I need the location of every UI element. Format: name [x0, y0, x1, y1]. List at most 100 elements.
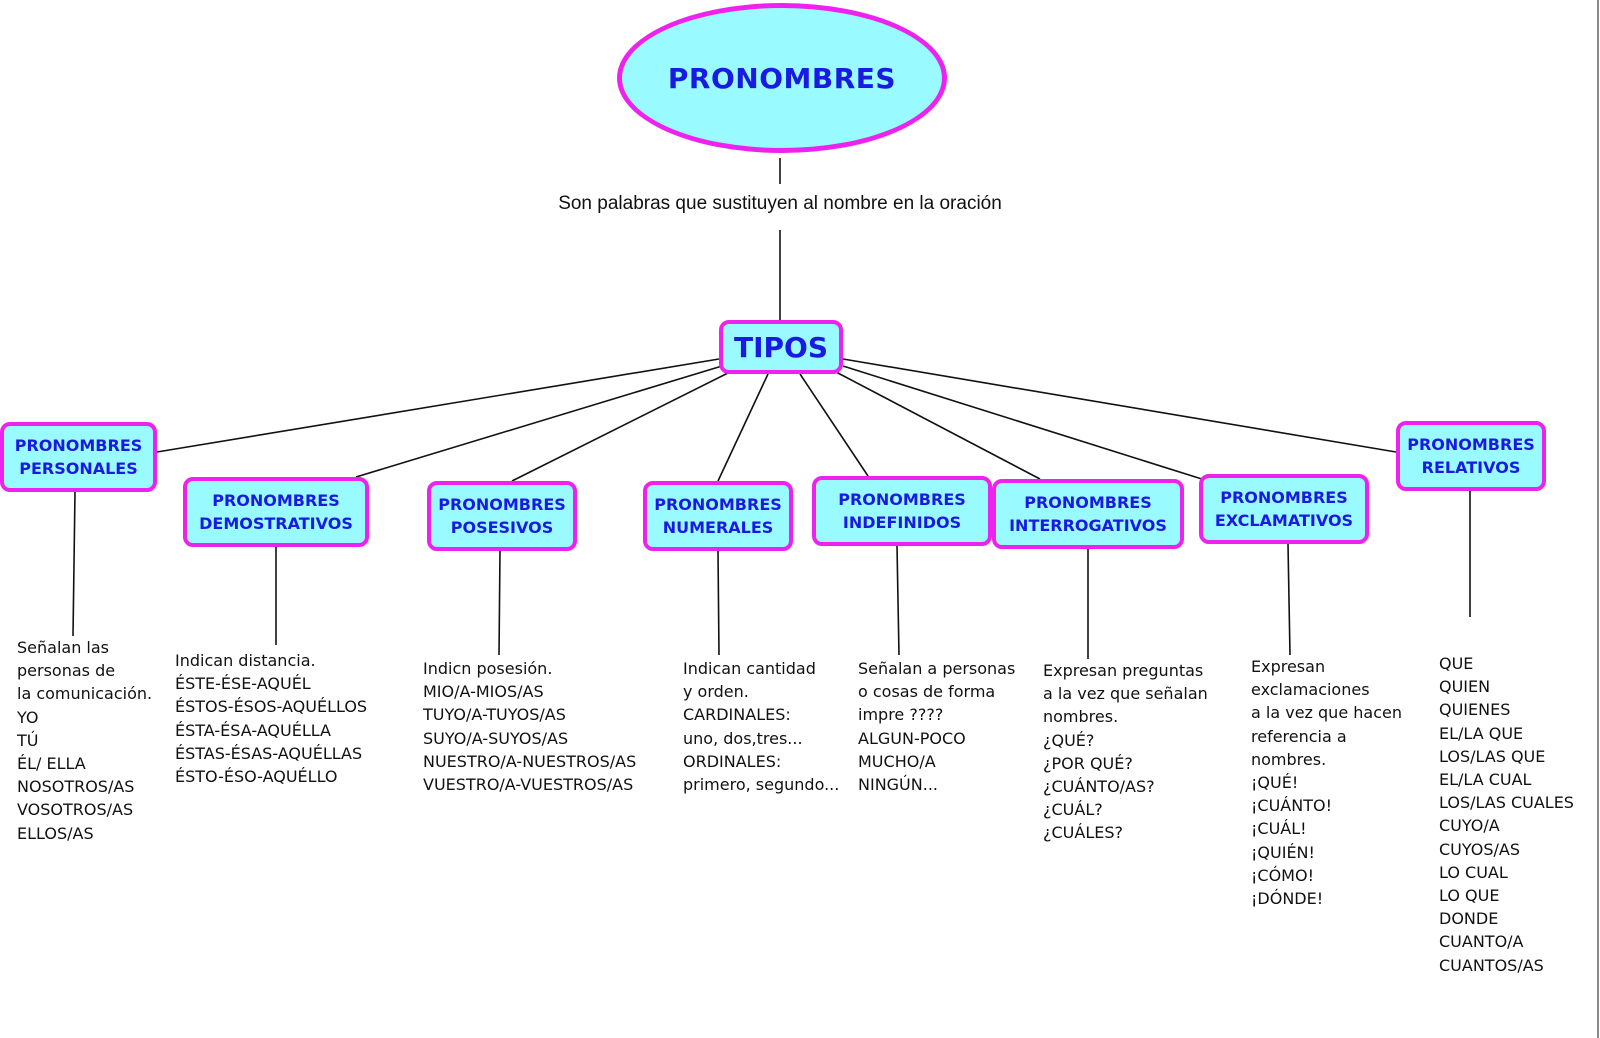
description-line: Indican distancia.: [175, 651, 316, 670]
description-line: Indicn posesión.: [423, 659, 553, 678]
type-node-label-line2: INTERROGATIVOS: [1009, 516, 1167, 535]
connector-hub-type-1: [355, 365, 723, 478]
description-line: MIO/A-MIOS/AS: [423, 682, 544, 702]
description-interrogativos: Expresan preguntas a la vez que señalan no…: [1043, 659, 1208, 845]
description-line: ¿CUÁNTO/AS?: [1043, 777, 1155, 797]
description-line: ELLOS/AS: [17, 823, 94, 843]
type-node-label-line2: DEMOSTRATIVOS: [199, 514, 353, 533]
type-node-personales: PRONOMBRES PERSONALES: [0, 422, 157, 492]
description-line: ¡DÓNDE!: [1251, 889, 1324, 909]
description-line: ¡CUÁNTO!: [1251, 796, 1332, 816]
description-line: ¡QUÉ!: [1251, 773, 1299, 793]
connector-hub-type-4: [799, 373, 869, 477]
description-line: LOS/LAS QUE: [1439, 746, 1546, 766]
connector-type-description-3: [717, 550, 720, 656]
description-line: uno, dos,tres...: [683, 728, 803, 748]
description-line: ¿POR QUÉ?: [1043, 753, 1133, 773]
description-line: ¿CUÁL?: [1043, 800, 1103, 820]
connector-type-description-2: [498, 550, 501, 656]
description-line: LO CUAL: [1439, 862, 1508, 882]
connector-hub-type-0: [156, 358, 720, 453]
description-line: la comunicación.: [17, 684, 153, 704]
description-line: ¡CUÁL!: [1251, 819, 1307, 839]
description-numerales: Indican cantidad y orden. CARDINALES: uno, …: [683, 657, 839, 796]
description-line: VOSOTROS/AS: [17, 800, 134, 820]
description-demostrativos: Indican distancia. ÉSTE-ÉSE-AQUÉL ÉSTOS-ÉS…: [175, 649, 367, 788]
description-line: CARDINALES:: [683, 705, 791, 725]
description-line: NOSOTROS/AS: [17, 777, 135, 797]
description-line: MUCHO/A: [858, 751, 936, 771]
description-line: referencia a: [1251, 726, 1347, 746]
description-line: SUYO/A-SUYOS/AS: [423, 728, 569, 748]
description-line: ¡QUIÉN!: [1251, 842, 1315, 862]
description-line: EL/LA CUAL: [1439, 770, 1532, 790]
connector-hub-type-2: [511, 371, 731, 482]
connector-type-description-6: [1287, 543, 1291, 656]
type-node-numerales: PRONOMBRES NUMERALES: [643, 481, 793, 551]
description-line: Indican cantidad: [683, 659, 816, 678]
type-node-label-line1: PRONOMBRES: [654, 495, 782, 514]
description-line: VUESTRO/A-VUESTROS/AS: [423, 775, 634, 795]
description-line: ÉL/ ELLA: [17, 754, 86, 774]
type-node-label-line1: PRONOMBRES: [212, 491, 340, 510]
type-node-label-line1: PRONOMBRES: [838, 490, 966, 509]
type-node-label-line1: PRONOMBRES: [14, 436, 143, 455]
type-node-label-line2: INDEFINIDOS: [842, 513, 962, 532]
type-node-label-line2: PERSONALES: [19, 459, 138, 478]
description-line: ¡CÓMO!: [1251, 865, 1314, 885]
connector-hub-type-7: [842, 358, 1397, 453]
definition-text: Son palabras que sustituyen al nombre en…: [558, 193, 1002, 214]
description-line: QUIENES: [1439, 700, 1511, 720]
connector-type-description-4: [896, 545, 900, 656]
description-indefinidos: Señalan a personas o cosas de forma impre …: [858, 657, 1015, 796]
description-line: y orden.: [683, 682, 749, 702]
description-line: Expresan: [1251, 657, 1326, 676]
description-line: ÉSTE-ÉSE-AQUÉL: [175, 674, 311, 694]
root-node-label: PRONOMBRES: [667, 61, 897, 95]
description-line: ORDINALES:: [683, 751, 782, 771]
description-line: impre ????: [858, 705, 944, 725]
description-line: Señalan a personas: [858, 659, 1016, 678]
description-line: primero, segundo...: [683, 775, 840, 795]
hub-node-tipos: TIPOS: [719, 320, 843, 374]
type-node-label-line2: NUMERALES: [662, 518, 774, 537]
type-node-label-line2: RELATIVOS: [1421, 458, 1521, 477]
description-line: CUANTO/A: [1439, 932, 1524, 952]
description-line: TÚ: [17, 730, 39, 750]
description-line: a la vez que señalan: [1043, 684, 1208, 704]
description-line: Señalan las: [17, 638, 110, 657]
connector-hub-type-5: [835, 371, 1041, 480]
type-node-demostrativos: PRONOMBRES DEMOSTRATIVOS: [183, 477, 369, 547]
description-line: EL/LA QUE: [1439, 723, 1524, 743]
description-line: ÉSTA-ÉSA-AQUÉLLA: [175, 720, 331, 740]
description-line: CUYO/A: [1439, 816, 1500, 836]
description-line: CUYOS/AS: [1439, 839, 1521, 859]
type-node-posesivos: PRONOMBRES POSESIVOS: [427, 481, 577, 551]
description-line: ÉSTAS-ÉSAS-AQUÉLLAS: [175, 743, 363, 763]
type-node-label-line2: POSESIVOS: [450, 518, 554, 537]
description-line: ¿QUÉ?: [1043, 730, 1095, 750]
type-node-label-line1: PRONOMBRES: [1407, 435, 1535, 454]
description-line: nombres.: [1043, 707, 1119, 727]
description-line: ÉSTOS-ÉSOS-AQUÉLLOS: [175, 697, 368, 717]
description-line: o cosas de forma: [858, 682, 996, 702]
connector-type-description-0: [72, 491, 76, 637]
description-line: NINGÚN...: [858, 775, 938, 795]
description-line: Expresan preguntas: [1043, 661, 1204, 680]
type-node-relativos: PRONOMBRES RELATIVOS: [1396, 421, 1546, 491]
description-line: ¿CUÁLES?: [1043, 823, 1123, 843]
root-node-pronombres: PRONOMBRES: [617, 3, 947, 153]
type-node-label-line1: PRONOMBRES: [438, 495, 566, 514]
description-line: YO: [17, 707, 39, 727]
type-node-indefinidos: PRONOMBRES INDEFINIDOS: [812, 476, 992, 546]
connector-hub-type-6: [842, 365, 1206, 481]
description-line: LO QUE: [1439, 886, 1500, 906]
description-line: exclamaciones: [1251, 680, 1370, 700]
description-line: LOS/LAS CUALES: [1439, 793, 1574, 813]
